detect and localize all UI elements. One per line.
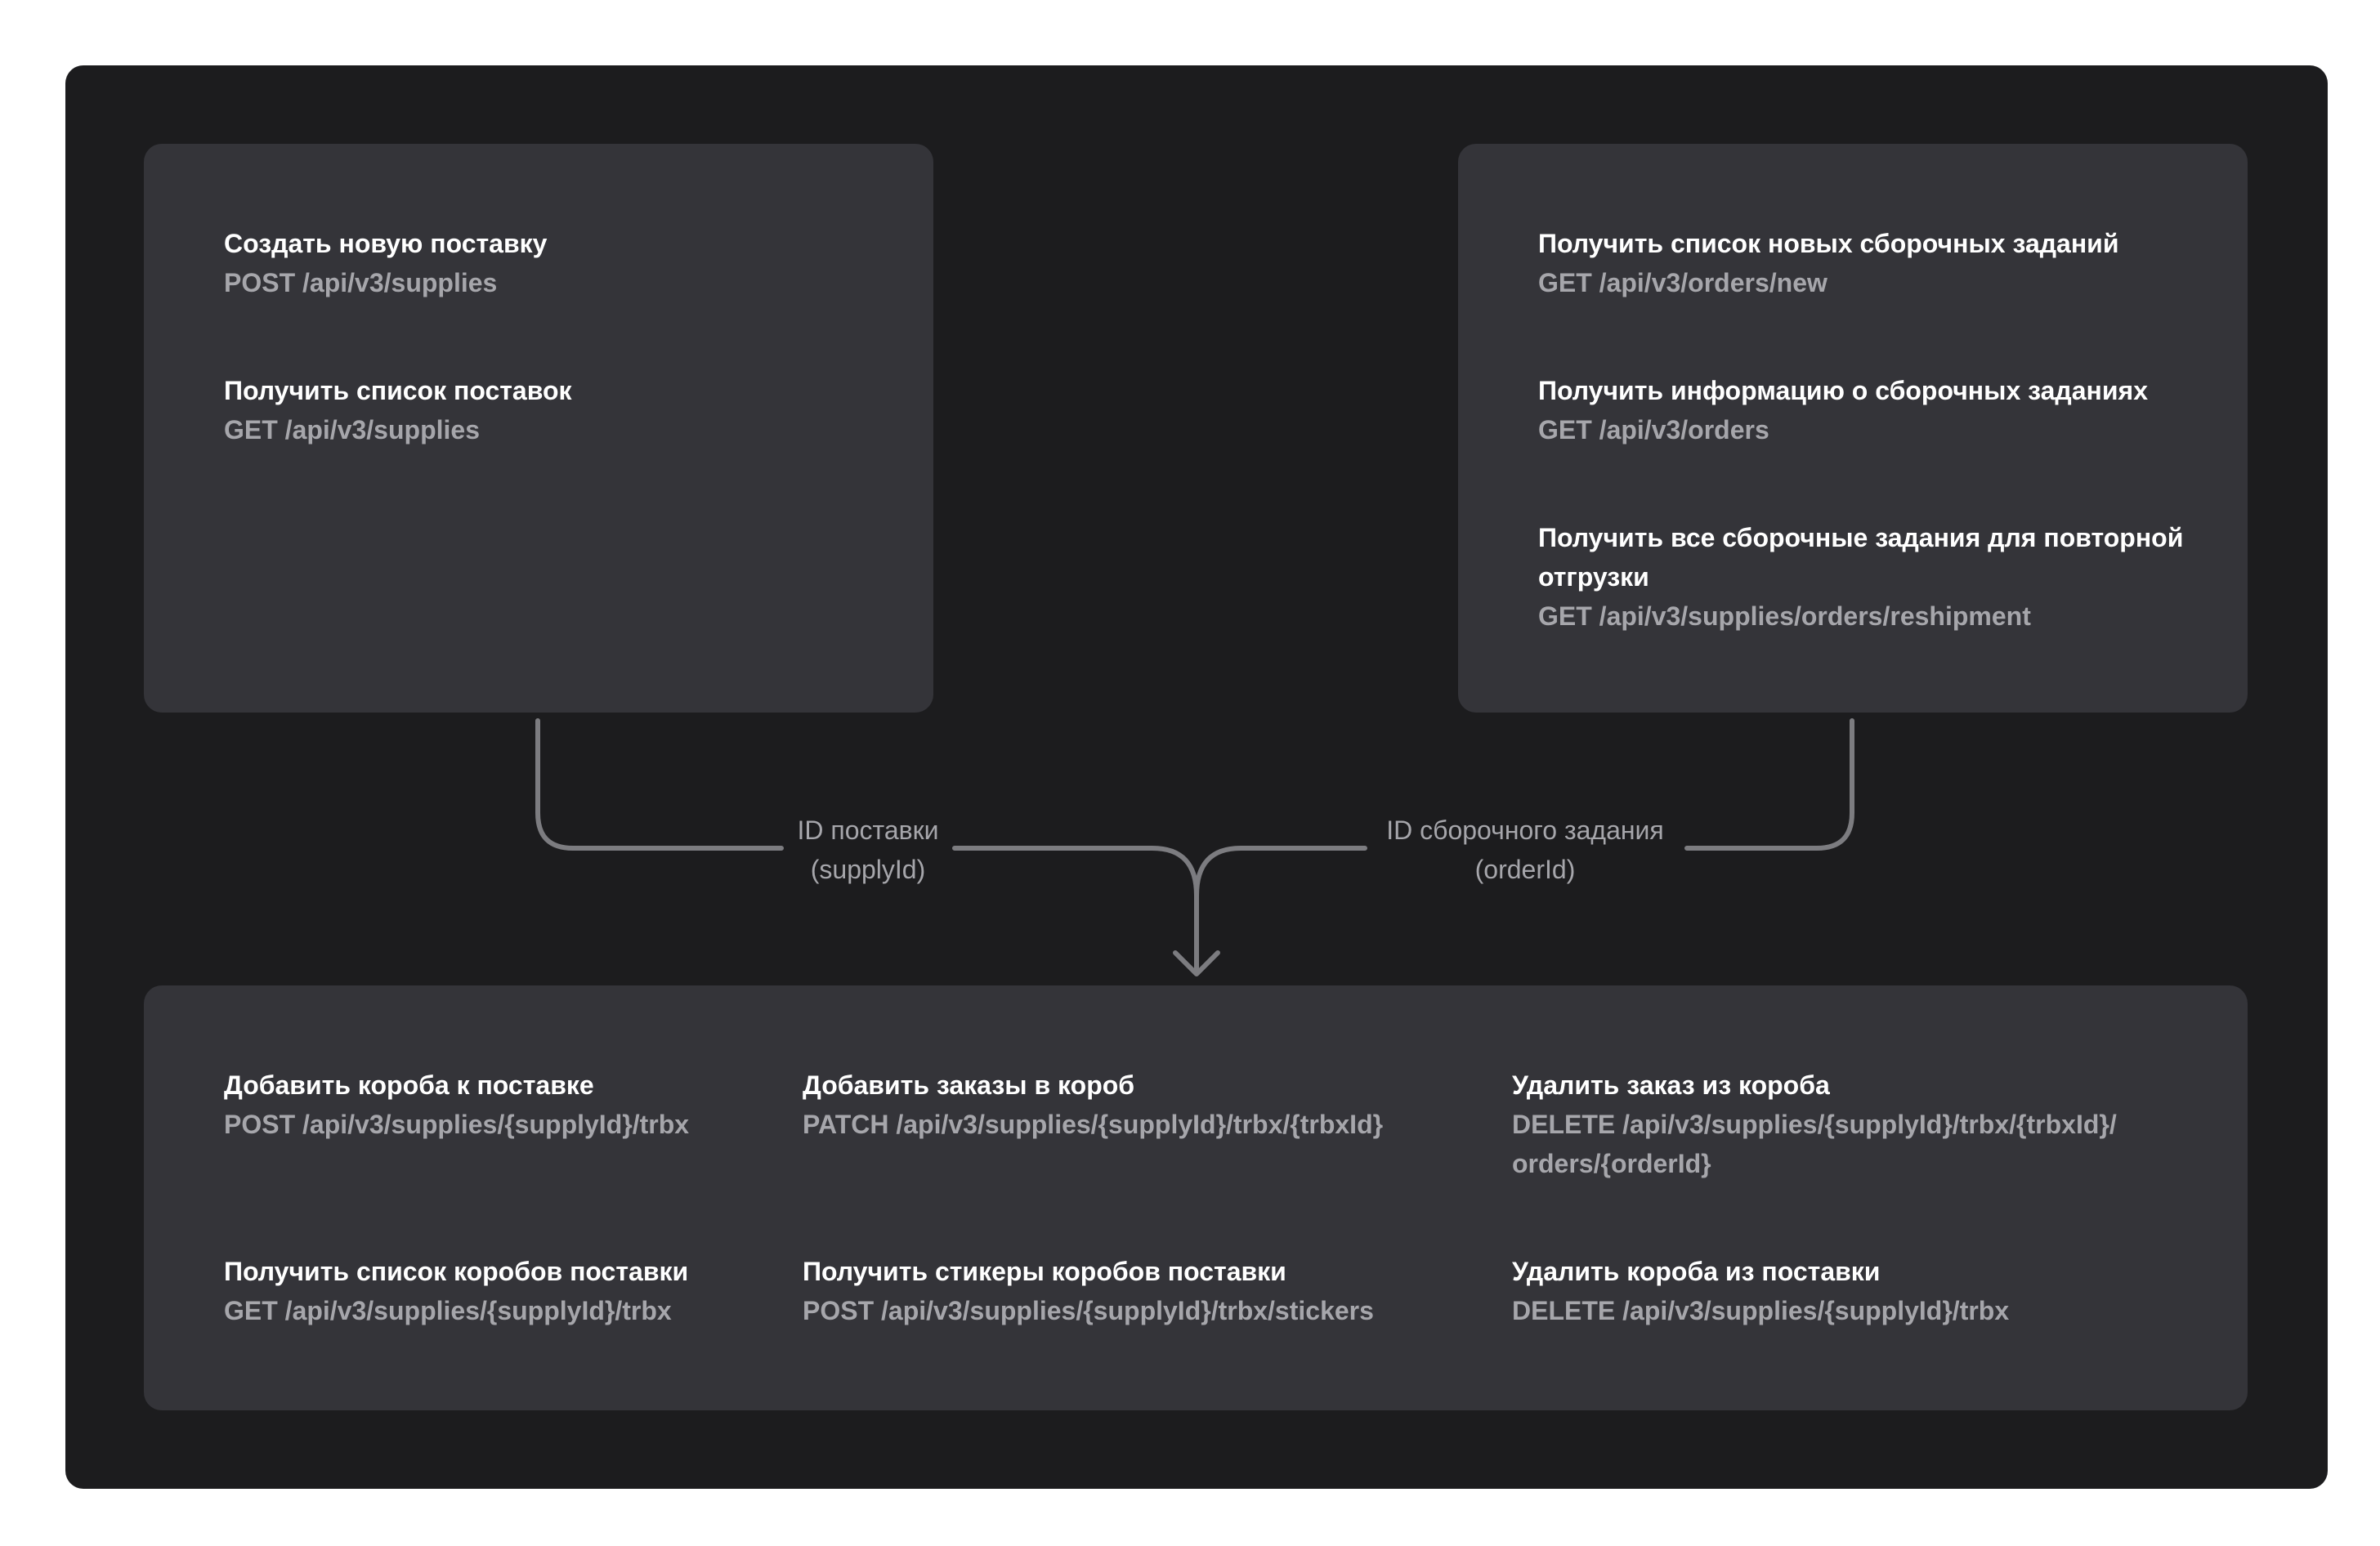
supply-id-label: ID поставки (supplyId) xyxy=(705,811,1031,889)
operation-title: Добавить заказы в короб xyxy=(803,1070,1135,1100)
merge-right-branch xyxy=(1194,846,1367,898)
operation-box-stickers: Получить стикеры коробов поставки POST /… xyxy=(803,1252,1374,1330)
operation-endpoint: GET /api/v3/supplies xyxy=(224,415,480,445)
operation-endpoint: POST /api/v3/supplies xyxy=(224,268,498,297)
operation-endpoint: GET /api/v3/supplies/orders/reshipment xyxy=(1538,601,2031,631)
operation-endpoint-line2: orders/{orderId} xyxy=(1512,1149,1711,1178)
operation-endpoint: GET /api/v3/orders xyxy=(1538,415,1769,445)
order-id-label: ID сборочного задания (orderId) xyxy=(1362,811,1689,889)
operation-endpoint: GET /api/v3/supplies/{supplyId}/trbx xyxy=(224,1296,672,1325)
operation-endpoint: POST /api/v3/supplies/{supplyId}/trbx xyxy=(224,1110,690,1139)
supply-id-label-line1: ID поставки xyxy=(797,815,939,845)
operation-orders-info: Получить информацию о сборочных заданиях… xyxy=(1538,371,2148,449)
operation-reshipment-orders: Получить все сборочные задания для повто… xyxy=(1538,518,2183,636)
supplies-panel xyxy=(144,144,933,713)
operation-title: Создать новую поставку xyxy=(224,229,548,258)
supply-id-label-line2: (supplyId) xyxy=(810,855,926,884)
operation-list-boxes: Получить список коробов поставки GET /ap… xyxy=(224,1252,688,1330)
orders-panel xyxy=(1458,144,2248,713)
operation-create-supply: Создать новую поставку POST /api/v3/supp… xyxy=(224,224,547,302)
operation-title: Получить стикеры коробов поставки xyxy=(803,1257,1286,1286)
order-id-connector xyxy=(1684,718,1854,851)
operation-title: Удалить короба из поставки xyxy=(1512,1257,1881,1286)
operation-endpoint-line1: DELETE /api/v3/supplies/{supplyId}/trbx/… xyxy=(1512,1110,2117,1139)
operation-title-line2: отгрузки xyxy=(1538,562,1649,592)
operation-add-orders-to-box: Добавить заказы в короб PATCH /api/v3/su… xyxy=(803,1066,1383,1144)
operation-title-line1: Получить все сборочные задания для повто… xyxy=(1538,523,2184,552)
operation-list-supplies: Получить список поставок GET /api/v3/sup… xyxy=(224,371,572,449)
operation-endpoint: DELETE /api/v3/supplies/{supplyId}/trbx xyxy=(1512,1296,2010,1325)
operation-list-new-orders: Получить список новых сборочных заданий … xyxy=(1538,224,2119,302)
operation-title: Получить информацию о сборочных заданиях xyxy=(1538,376,2148,405)
operation-remove-order-from-box: Удалить заказ из короба DELETE /api/v3/s… xyxy=(1512,1066,2117,1183)
operation-title: Получить список новых сборочных заданий xyxy=(1538,229,2119,258)
operation-title: Получить список коробов поставки xyxy=(224,1257,689,1286)
operation-endpoint: POST /api/v3/supplies/{supplyId}/trbx/st… xyxy=(803,1296,1374,1325)
operation-delete-boxes: Удалить короба из поставки DELETE /api/v… xyxy=(1512,1252,2009,1330)
order-id-label-line2: (orderId) xyxy=(1474,855,1576,884)
operation-title: Удалить заказ из короба xyxy=(1512,1070,1830,1100)
order-id-label-line1: ID сборочного задания xyxy=(1386,815,1664,845)
operation-endpoint: PATCH /api/v3/supplies/{supplyId}/trbx/{… xyxy=(803,1110,1384,1139)
supply-id-connector xyxy=(535,718,784,851)
boxes-panel xyxy=(144,985,2248,1410)
operation-add-boxes: Добавить короба к поставке POST /api/v3/… xyxy=(224,1066,689,1144)
operation-title: Добавить короба к поставке xyxy=(224,1070,594,1100)
operation-title: Получить список поставок xyxy=(224,376,572,405)
arrow-head-icon xyxy=(1173,950,1220,976)
operation-endpoint: GET /api/v3/orders/new xyxy=(1538,268,1828,297)
